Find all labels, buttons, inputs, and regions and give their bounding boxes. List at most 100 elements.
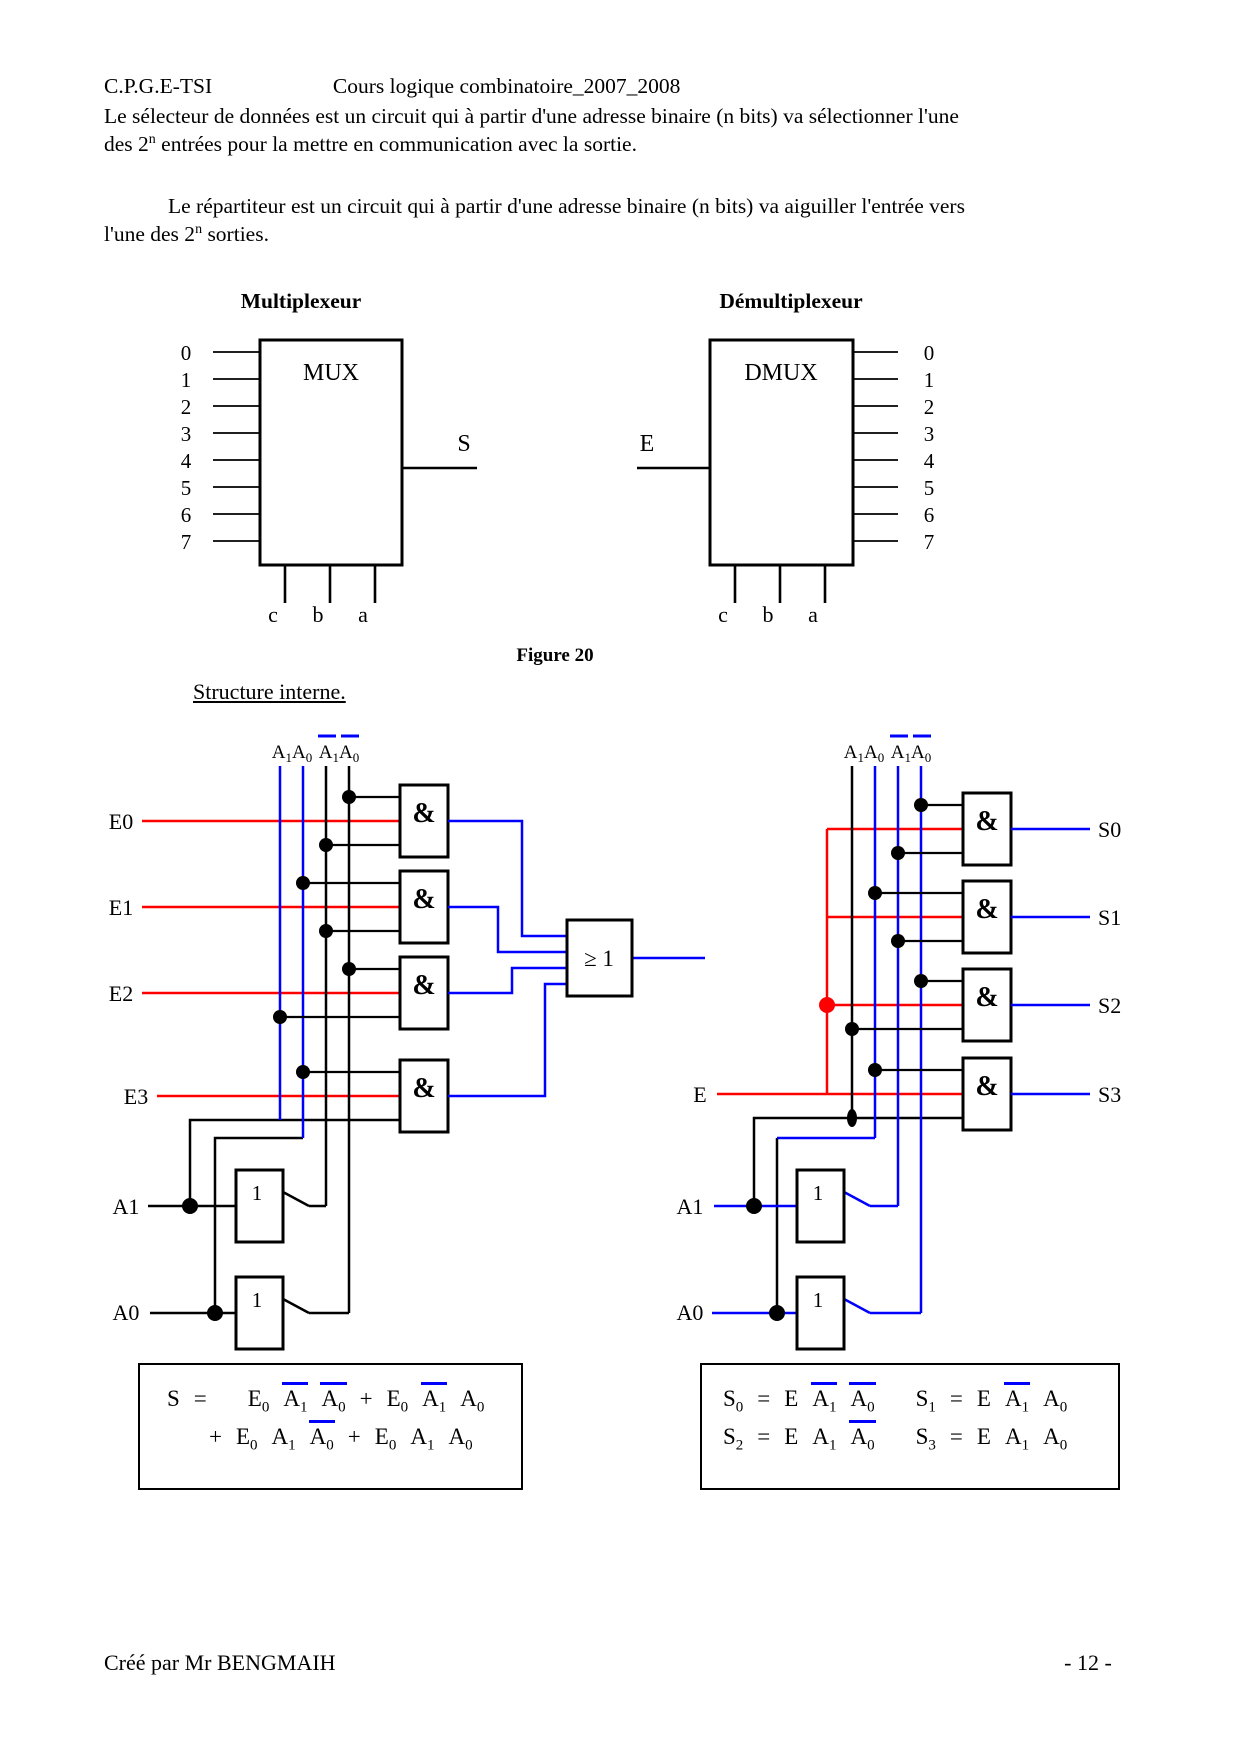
mux-sel-b: b: [313, 602, 324, 627]
label-e1: E1: [109, 895, 133, 920]
formula-term: A1: [1003, 1381, 1031, 1415]
mux-gate-taps: [280, 795, 400, 1074]
formula-term: A0: [448, 1424, 473, 1454]
mux-in-1: 1: [181, 368, 192, 392]
formula-term: =: [193, 1386, 207, 1411]
mux-junction-dots: [182, 790, 356, 1321]
mux-and-gates: & & & &: [398, 783, 450, 1134]
formula-term: A1: [811, 1381, 838, 1415]
dmux-address-routing-blue: [712, 1136, 921, 1315]
dmux-sel-c: c: [718, 602, 728, 627]
paragraph-repartiteur: Le répartiteur est un circuit qui à part…: [104, 192, 965, 248]
and-symbol: &: [975, 1071, 998, 1102]
dmux-red-junction-dot: [819, 997, 835, 1013]
formula-term: E0: [386, 1386, 409, 1416]
label-s2: S2: [1098, 993, 1121, 1018]
formula-term: A0: [849, 1419, 876, 1453]
inverter-symbol: 1: [252, 1288, 263, 1312]
dmux-output-numbers: 0 1 2 3 4 5 6 7: [924, 341, 935, 554]
dmux-out-6: 6: [924, 503, 935, 527]
mux-inverters: 1 1: [234, 1168, 285, 1351]
mux-bus-label-direct: A1A0: [272, 742, 312, 765]
formula-term: =: [949, 1386, 963, 1411]
and-symbol: &: [975, 806, 998, 837]
dmux-address-routing: [752, 1116, 963, 1313]
dmux-bus-lines: [850, 766, 923, 1313]
mux-in-3: 3: [181, 422, 192, 446]
formula-term: E0: [235, 1424, 258, 1454]
mux-in-2: 2: [181, 395, 192, 419]
dmux-output-lines: [853, 351, 898, 542]
dmux-chip-label: DMUX: [744, 360, 817, 386]
mux-input-lines: [213, 351, 260, 542]
mux-and-gate-3: [398, 1058, 450, 1134]
and-symbol: &: [975, 982, 998, 1013]
formula-term: A1: [421, 1381, 448, 1415]
mux-in-0: 0: [181, 341, 192, 365]
mux-sel-a: a: [358, 602, 368, 627]
p2-line2-sup: n: [195, 221, 203, 237]
mux-select-labels: c b a: [268, 602, 368, 627]
mux-input-numbers: 0 1 2 3 4 5 6 7: [181, 341, 192, 554]
dmux-select-labels: c b a: [718, 602, 818, 627]
label-e2: E2: [109, 981, 133, 1006]
inverter-symbol: 1: [813, 1288, 824, 1312]
p1-line2-sup: n: [148, 131, 156, 147]
mux-chip-label: MUX: [303, 360, 359, 386]
header-right: Cours logique combinatoire_2007_2008: [332, 74, 681, 98]
dmux-title: Démultiplexeur: [719, 289, 863, 313]
dmux-gate-taps: [852, 803, 963, 1072]
formula-term: +: [209, 1424, 222, 1450]
dmux-out-4: 4: [924, 449, 935, 473]
label-a0: A0: [677, 1300, 704, 1325]
and-symbol: &: [412, 798, 435, 829]
dmux-gate-outputs: [1011, 827, 1090, 1096]
formula-term: =: [757, 1424, 771, 1450]
mux-bus-label-inverted: A1A0: [319, 742, 359, 765]
header-row: C.P.G.E-TSI Cours logique combinatoire_2…: [104, 72, 680, 100]
formula-term: A1: [271, 1424, 296, 1454]
mux-output-label: S: [457, 431, 470, 457]
structure-heading: Structure interne.: [193, 679, 346, 704]
figure-caption: Figure 20: [516, 645, 594, 666]
label-s3: S3: [1098, 1082, 1121, 1107]
formula-term: +: [359, 1386, 373, 1411]
dmux-bus-label-inverted: A1A0: [891, 742, 931, 765]
p2-line2-post: sorties.: [202, 222, 269, 246]
p2-line2-pre: l'une des 2: [104, 222, 196, 246]
label-e0: E0: [109, 809, 133, 834]
formula-term: A1: [812, 1424, 837, 1454]
mux-e-lines: [142, 819, 400, 1098]
inverter-symbol: 1: [252, 1181, 263, 1205]
formula-term: S3: [915, 1424, 936, 1454]
formula-term: E: [976, 1424, 991, 1450]
formula-term: S: [167, 1386, 180, 1411]
formula-term: A0: [849, 1381, 876, 1415]
footer-page-number: - 12 -: [1064, 1650, 1112, 1675]
mux-inverter-a0: [234, 1275, 285, 1351]
p1-line2-post: entrées pour la mettre en communication …: [155, 132, 637, 156]
mux-bus-lines: [278, 766, 351, 1313]
label-a1: A1: [113, 1194, 140, 1219]
and-symbol: &: [975, 894, 998, 925]
mux-sel-c: c: [268, 602, 278, 627]
dmux-bus-label-direct: A1A0: [844, 742, 884, 765]
p2-line2: l'une des 2n sorties.: [104, 220, 965, 248]
mux-e-labels: E0 E1 E2 E3: [109, 809, 148, 1109]
label-s0: S0: [1098, 817, 1121, 842]
formula-term: E: [784, 1424, 799, 1450]
dmux-out-1: 1: [924, 368, 935, 392]
formula-term: A1: [1004, 1424, 1030, 1454]
formula-term: +: [347, 1424, 361, 1450]
formula-term: E0: [374, 1424, 397, 1454]
dmux-and-gates: & & & &: [961, 791, 1013, 1132]
and-symbol: &: [412, 1073, 435, 1104]
dmux-block-diagram: Démultiplexeur DMUX E 0 1 2 3 4 5 6 7: [637, 289, 935, 627]
mux-internal-structure: A1A0 A1A0 & & & &: [109, 734, 705, 1351]
dmux-junction-dots: [746, 798, 928, 1321]
